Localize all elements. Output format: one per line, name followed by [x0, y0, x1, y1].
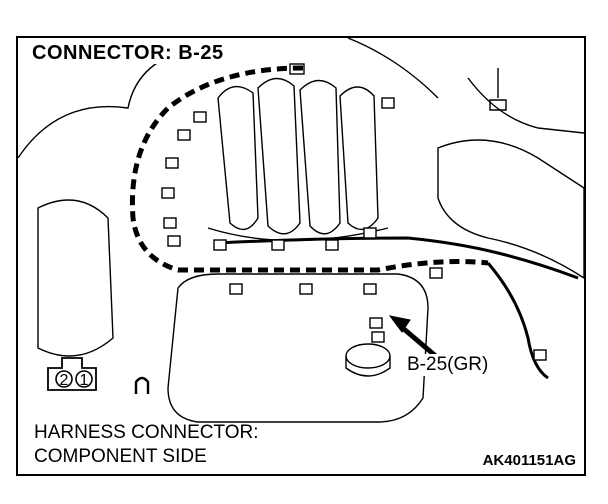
harness-connector-l — [363, 283, 377, 295]
engine-bay-illustration: 2 1 — [18, 38, 584, 423]
caption-line-2: COMPONENT SIDE — [34, 446, 207, 467]
left-fender-outline — [37, 199, 114, 357]
wire-harness-loop — [129, 65, 489, 273]
right-upper-hose — [467, 77, 584, 134]
harness-connector-f — [213, 239, 227, 251]
harness-connector-d — [163, 217, 177, 229]
harness-connector-o — [371, 331, 385, 343]
b25-callout-label: B-25(GR) — [406, 354, 490, 376]
harness-connector-j — [229, 283, 243, 295]
oil-cap — [345, 343, 391, 369]
wire-harness-right — [486, 262, 549, 380]
harness-connector-r — [193, 111, 207, 123]
left-body-outline — [18, 47, 199, 159]
harness-connector-i — [363, 227, 377, 239]
harness-connector-p — [533, 349, 547, 361]
harness-connector-e — [167, 235, 181, 247]
b25-pointer-line — [396, 322, 440, 360]
harness-connector-q — [381, 97, 395, 109]
oil-cap-body — [345, 356, 391, 377]
lower-cover-outline — [167, 273, 429, 423]
connector-pin-1: 1 — [80, 372, 89, 389]
harness-connector-c — [161, 187, 175, 199]
connector-latch — [134, 376, 150, 394]
b25-pointer-head — [388, 315, 411, 333]
connector-pin-2: 2 — [60, 372, 69, 389]
harness-connector-b — [165, 157, 179, 169]
harness-connector-m — [429, 267, 443, 279]
intake-runner-3 — [299, 79, 341, 235]
harness-connector-g — [271, 239, 285, 251]
figure-code: AK401151AG — [482, 452, 576, 469]
diagram-title: CONNECTOR: B-25 — [30, 42, 226, 64]
harness-connector-h — [325, 239, 339, 251]
harness-connector-a — [177, 129, 191, 141]
connector-pin-2-circle — [55, 370, 73, 388]
top-connector — [289, 63, 305, 75]
harness-connector-k — [299, 283, 313, 295]
harness-connector-n — [369, 317, 383, 329]
top-right-bolt — [489, 68, 507, 111]
right-air-duct — [437, 139, 584, 279]
right-top-curve — [347, 38, 439, 99]
diagram-frame: 2 1 CONNECTOR: B-25 B-25(GR) HARNESS CON… — [16, 36, 586, 476]
wire-harness-main — [217, 236, 579, 280]
intake-runner-2 — [257, 77, 301, 235]
intake-runner-1 — [217, 85, 259, 231]
connector-pin-1-circle — [75, 370, 93, 388]
caption-line-1: HARNESS CONNECTOR: — [34, 422, 259, 443]
intake-runner-4 — [339, 86, 379, 231]
